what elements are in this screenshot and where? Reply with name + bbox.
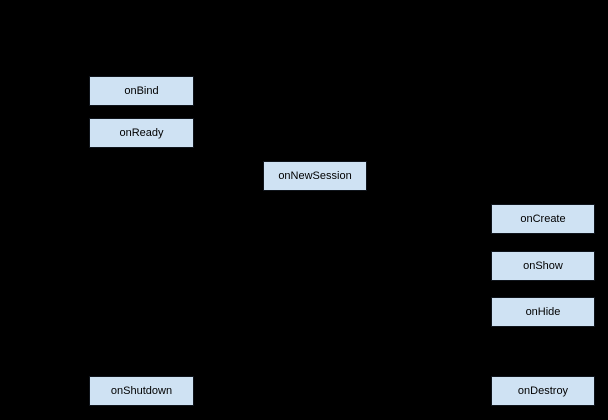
node-ondestroy: onDestroy bbox=[491, 376, 595, 406]
node-onready: onReady bbox=[89, 118, 194, 148]
node-onhide: onHide bbox=[491, 297, 595, 327]
node-oncreate: onCreate bbox=[491, 204, 595, 234]
node-onbind: onBind bbox=[89, 76, 194, 106]
node-onnewsession: onNewSession bbox=[263, 161, 367, 191]
node-onshutdown: onShutdown bbox=[89, 376, 194, 406]
node-onshow: onShow bbox=[491, 251, 595, 281]
